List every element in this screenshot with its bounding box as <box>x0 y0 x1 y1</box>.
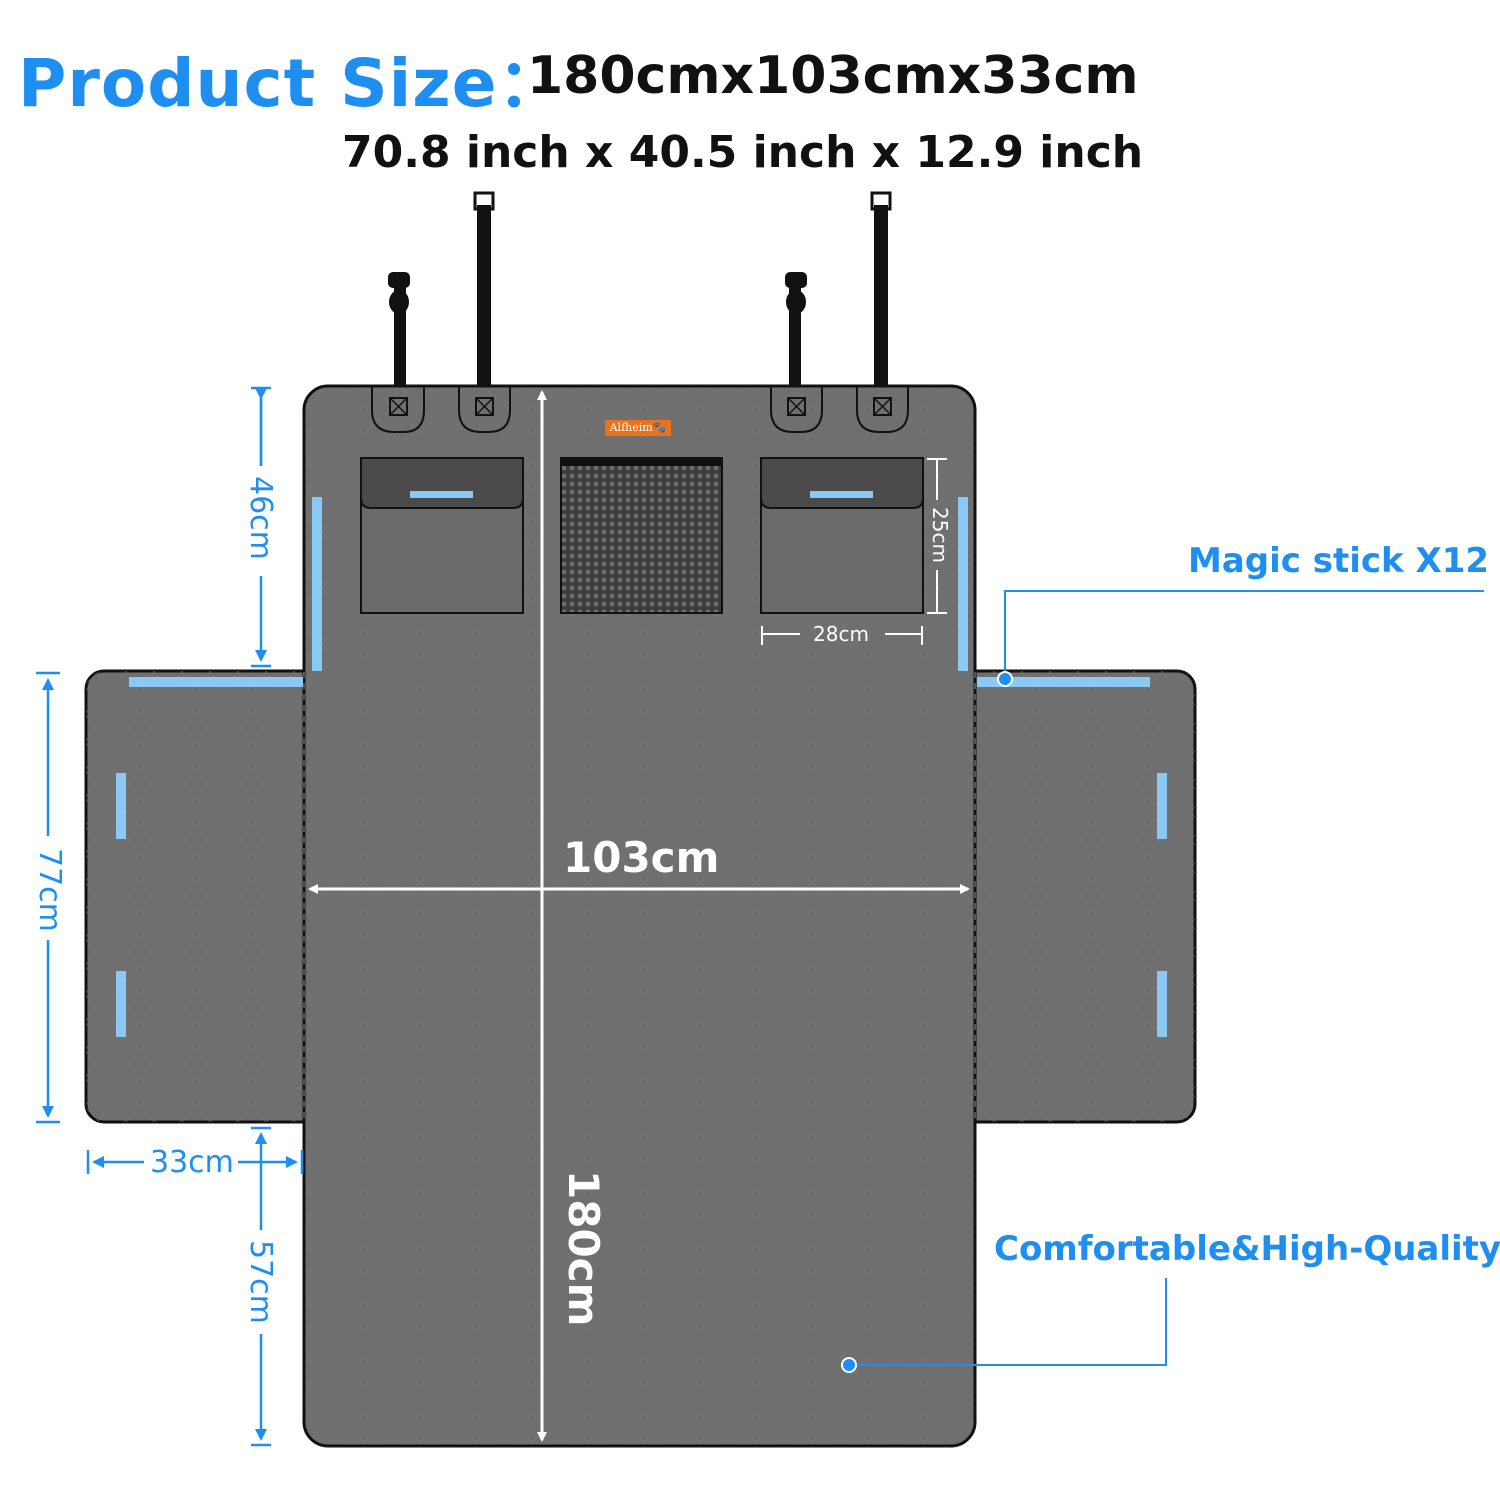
quality-leader <box>841 1278 1167 1373</box>
magic-sticks <box>116 497 1167 1037</box>
magic-stick-leader <box>997 590 1484 687</box>
magic-stick-callout: Magic stick X12 <box>1188 541 1490 581</box>
quality-callout: Comfortable&High-Quality <box>994 1229 1500 1269</box>
left-storage-pocket <box>360 457 524 614</box>
strap-anchors <box>371 386 909 433</box>
product-size-label: Product Size： <box>18 45 565 122</box>
mesh-pocket <box>560 457 723 614</box>
pocket-height-label: 25cm <box>928 507 952 563</box>
brand-logo: Alfheim🐾 <box>605 420 671 436</box>
pocket-dimension-lines <box>761 458 947 645</box>
product-size-inch: 70.8 inch x 40.5 inch x 12.9 inch <box>342 127 1144 178</box>
flap-height-label: 77cm <box>32 848 67 932</box>
blue-dimension-lines <box>36 386 304 1447</box>
headrest-straps <box>388 191 892 397</box>
top-section-label: 46cm <box>243 476 278 560</box>
product-size-cm: 180cmx103cmx33cm <box>527 46 1139 106</box>
right-storage-pocket <box>760 457 924 614</box>
pocket-width-label: 28cm <box>813 622 869 646</box>
flap-width-label: 33cm <box>148 1145 236 1180</box>
width-label: 103cm <box>563 833 720 882</box>
length-label: 180cm <box>559 1170 608 1327</box>
bottom-section-label: 57cm <box>243 1240 278 1324</box>
